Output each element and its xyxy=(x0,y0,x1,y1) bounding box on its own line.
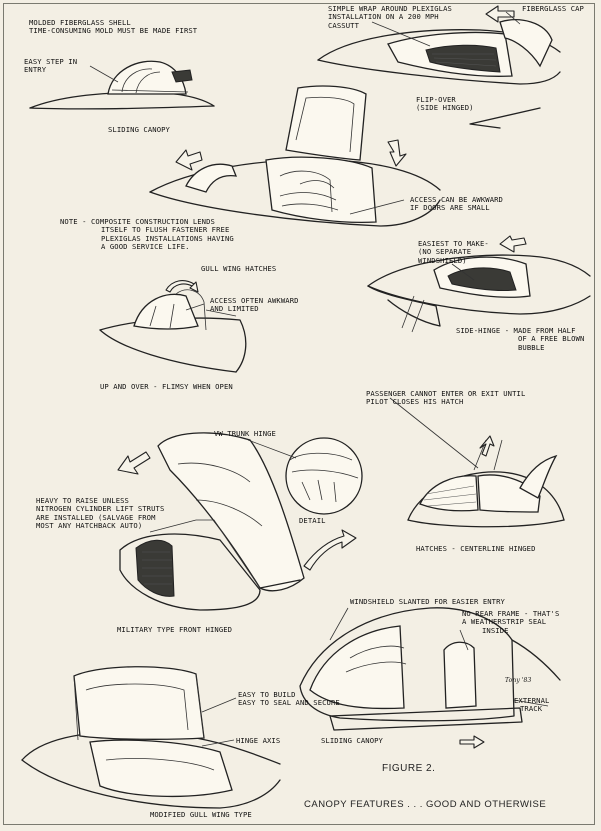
easy-to-build-note: EASY TO BUILD EASY TO SEAL AND SECURE xyxy=(238,690,340,708)
sliding-canopy-bottom-title: SLIDING CANOPY xyxy=(321,736,383,745)
sliding-canopy-track-sketch xyxy=(299,607,561,749)
centerline-hinged-title: HATCHES - CENTERLINE HINGED xyxy=(416,544,536,553)
flip-over-title: FLIP-OVER (SIDE HINGED) xyxy=(416,95,474,113)
page-border xyxy=(3,3,595,825)
gull-wing-hatches-title: GULL WING HATCHES xyxy=(201,264,277,273)
molded-shell-note: MOLDED FIBERGLASS SHELL TIME-CONSUMING M… xyxy=(29,18,198,36)
easy-entry-note: EASY STEP IN ENTRY xyxy=(24,57,78,75)
figure-number: FIGURE 2. xyxy=(382,763,436,774)
up-and-over-title: UP AND OVER - FLIMSY WHEN OPEN xyxy=(100,382,233,391)
leader-lines xyxy=(149,11,521,747)
vw-trunk-hinge-label: VW TRUNK HINGE xyxy=(214,429,276,438)
sliding-canopy-title: SLIDING CANOPY xyxy=(108,125,170,134)
figure-caption: CANOPY FEATURES . . . GOOD AND OTHERWISE xyxy=(304,799,547,810)
modified-gull-wing-title: MODIFIED GULL WING TYPE xyxy=(150,810,252,819)
flip-over-canopy-sketch xyxy=(317,5,561,129)
modified-gull-wing-sketch xyxy=(21,666,281,809)
up-over-access-note: ACCESS OFTEN AWKWARD AND LIMITED xyxy=(210,296,299,314)
easiest-to-make-note: EASIEST TO MAKE- (NO SEPARATE WINDSHIELD… xyxy=(418,239,489,265)
windshield-slanted-note: WINDSHIELD SLANTED FOR EASIER ENTRY xyxy=(350,597,505,606)
up-and-over-canopy-sketch xyxy=(99,280,247,373)
hinge-axis-label: HINGE AXIS xyxy=(236,736,281,745)
lift-struts-note: HEAVY TO RAISE UNLESS NITROGEN CYLINDER … xyxy=(36,496,165,531)
military-front-hinged-title: MILITARY TYPE FRONT HINGED xyxy=(117,625,233,634)
gull-wing-access-note: ACCESS CAN BE AWKWARD IF DOORS ARE SMALL xyxy=(410,195,503,213)
composite-construction-note: NOTE - COMPOSITE CONSTRUCTION LENDS ITSE… xyxy=(60,217,234,252)
military-front-hinged-sketch xyxy=(117,432,363,611)
passenger-note: PASSENGER CANNOT ENTER OR EXIT UNTIL PIL… xyxy=(366,389,526,407)
fiberglass-cap-label: FIBERGLASS CAP xyxy=(522,4,584,13)
external-track-label: EXTERNAL TRACK xyxy=(514,696,550,714)
gull-wing-hatches-sketch xyxy=(149,85,441,227)
no-rear-frame-note: NO REAR FRAME - THAT'S A WEATHERSTRIP SE… xyxy=(462,609,560,635)
artist-signature: Tony '83 xyxy=(505,677,532,684)
side-hinge-title: SIDE-HINGE - MADE FROM HALF OF A FREE BL… xyxy=(456,326,585,352)
centerline-hinged-hatches-sketch xyxy=(407,435,565,528)
detail-label: DETAIL xyxy=(299,516,326,525)
plexiglas-wrap-note: SIMPLE WRAP AROUND PLEXIGLAS INSTALLATIO… xyxy=(328,4,452,30)
sliding-canopy-sketch xyxy=(29,60,215,110)
